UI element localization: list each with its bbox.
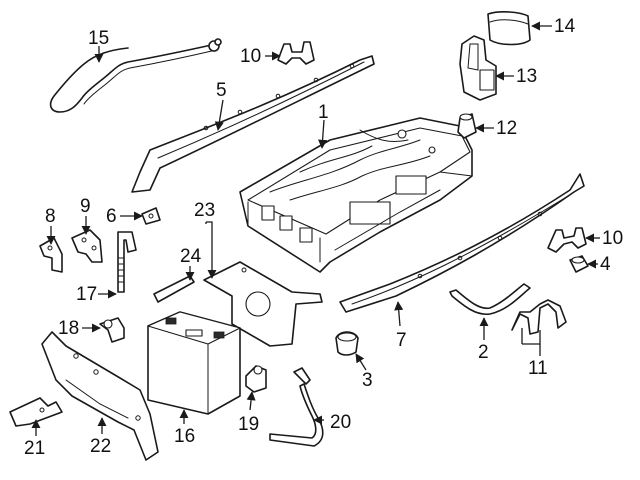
part-5-rail [131,55,375,193]
callout-14: 14 [554,16,576,37]
part-20-cable [269,367,324,447]
part-13-mount [459,35,497,101]
callout-13: 13 [516,66,537,87]
callout-8: 8 [45,206,56,227]
part-6-clip [141,207,161,225]
callout-7: 7 [396,330,407,351]
part-9-bracket [71,229,103,263]
callout-19: 19 [238,414,259,435]
part-16-battery [147,311,241,415]
part-21-plate [9,397,63,427]
callout-18: 18 [58,318,79,339]
callout-4: 4 [600,254,611,275]
callout-12: 12 [496,118,517,139]
callout-16: 16 [174,426,195,447]
callout-15: 15 [88,28,109,49]
part-2-strap [449,283,531,316]
leader-lines [31,21,600,436]
callout-3: 3 [362,370,373,391]
part-24-bar [153,275,195,303]
callout-10-right: 10 [602,228,623,249]
part-14-cover [487,11,531,46]
part-10-bracket-top [277,41,315,65]
callout-5: 5 [216,80,227,101]
part-10-bracket-right [547,227,587,253]
callout-labels: 15 5 10 1 14 13 12 6 8 9 23 24 10 4 17 7… [24,16,623,459]
part-18-vent [99,317,125,343]
callout-24: 24 [180,246,202,267]
callout-17: 17 [76,284,97,305]
callout-9: 9 [80,196,91,217]
part-15-cable [49,38,222,113]
callout-23: 23 [194,200,215,221]
part-4-nut [569,255,589,273]
callout-6: 6 [106,206,117,227]
callout-1: 1 [318,102,329,123]
callout-11: 11 [528,358,548,379]
callout-21: 21 [24,438,45,459]
part-1-battery-assembly [239,117,473,273]
part-7-rail [339,173,585,313]
callout-2: 2 [478,342,489,363]
callout-20: 20 [330,412,351,433]
part-17-rod [117,231,137,293]
part-11-clamps [511,299,567,335]
part-23-plate [203,261,323,347]
part-12-bushing [457,113,477,139]
part-19-sensor [245,365,267,393]
callout-22: 22 [90,436,111,457]
part-22-bracket [41,331,159,461]
part-3-grommet [335,331,359,356]
callout-10-top: 10 [240,46,261,67]
